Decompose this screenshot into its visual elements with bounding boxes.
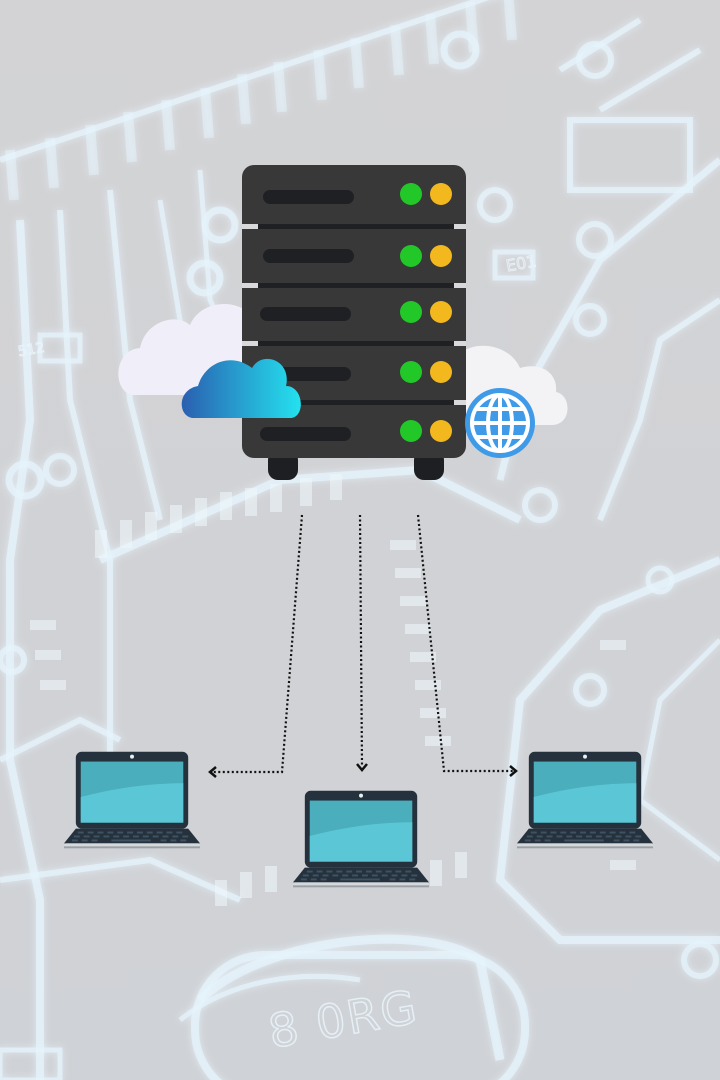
arrow-to-laptop-left [212,514,304,774]
laptop-left-icon [64,751,201,849]
server-rack-icon [242,165,466,480]
laptop-right-icon [517,751,654,849]
cloud-icon [181,358,301,418]
arrow-to-laptop-center [358,514,364,767]
globe-icon [465,388,535,458]
laptop-center-icon [293,790,430,888]
arrow-to-laptop-right [416,514,513,773]
connection-arrows [212,514,513,774]
